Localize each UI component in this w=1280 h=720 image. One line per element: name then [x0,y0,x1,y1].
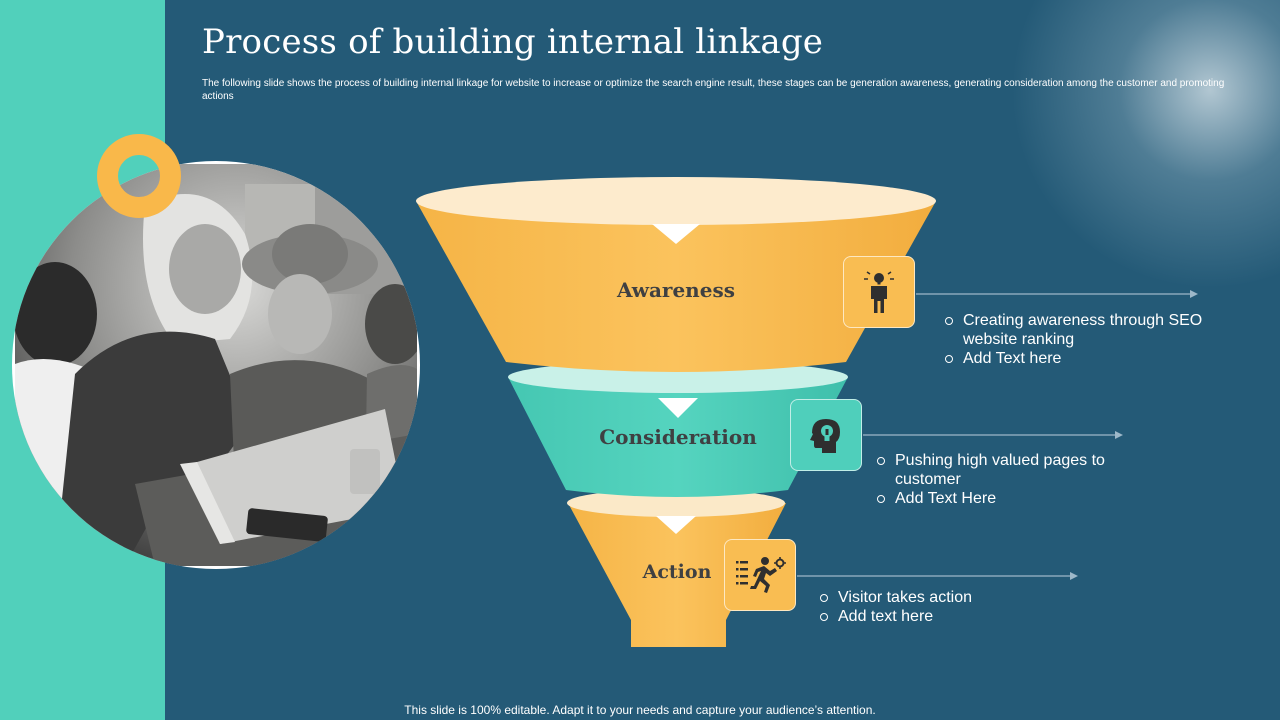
slide-title: Process of building internal linkage [202,22,824,62]
consideration-arrow [863,431,1123,439]
bullet-item: Add Text Here [876,489,1126,508]
person-idea-icon [864,271,894,313]
action-icon-box [724,539,796,611]
running-person-icon [736,557,786,593]
bullet-item: Pushing high valued pages to customer [876,451,1126,489]
funnel-rim-action [567,489,785,517]
awareness-bullets: Creating awareness through SEO website r… [944,311,1214,368]
consideration-icon-box [790,399,862,471]
consideration-bullets: Pushing high valued pages to customer Ad… [876,451,1126,508]
footer-note: This slide is 100% editable. Adapt it to… [404,703,876,717]
bullet-item: Add text here [819,607,1069,626]
action-arrow [797,572,1078,580]
decorative-ring [97,134,181,218]
funnel-notch-action [656,516,696,534]
bullet-item: Creating awareness through SEO website r… [944,311,1214,349]
bullet-item: Visitor takes action [819,588,1069,607]
stage-label-consideration: Consideration [599,425,757,449]
funnel-stage-awareness [416,201,936,372]
bullet-item: Add Text here [944,349,1214,368]
action-bullets: Visitor takes action Add text here [819,588,1069,626]
people-laptop-photo [15,164,417,566]
funnel-notch-consideration [658,398,698,418]
awareness-icon-box [843,256,915,328]
stage-label-action: Action [642,561,712,583]
awareness-arrow [916,290,1198,298]
head-lightbulb-icon [810,419,840,453]
funnel-notch-awareness [652,224,700,244]
stage-label-awareness: Awareness [617,278,735,302]
funnel-stage-consideration [508,377,848,497]
funnel-rim-awareness [416,177,936,225]
slide-subtitle: The following slide shows the process of… [202,78,1225,102]
photo-circle [12,161,420,569]
